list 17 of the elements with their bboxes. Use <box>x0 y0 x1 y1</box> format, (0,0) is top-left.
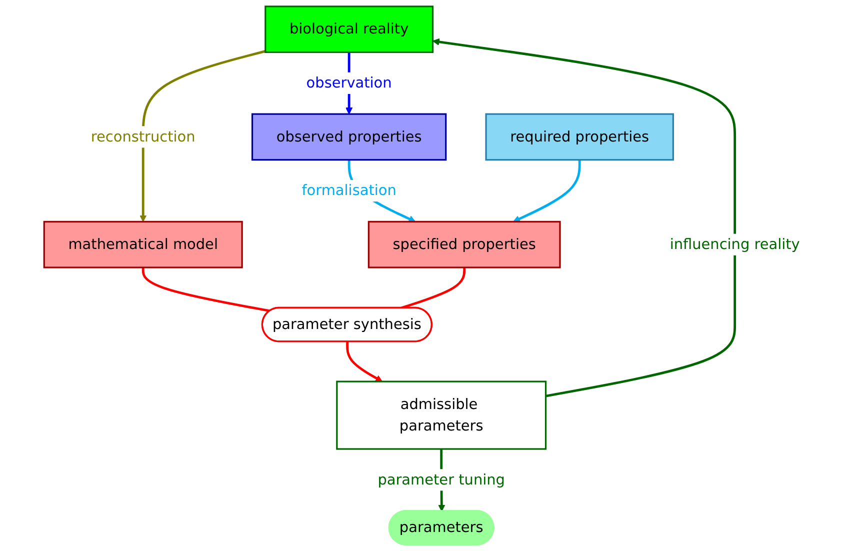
arrow <box>346 342 382 382</box>
node-box: specified properties <box>368 220 561 268</box>
node-box: mathematical model <box>43 220 243 268</box>
arrow <box>432 38 736 398</box>
arrow <box>513 160 581 222</box>
edge-label: influencing reality <box>670 236 800 254</box>
node-box: admissible parameters <box>336 380 547 450</box>
edge-label: parameter tuning <box>378 471 505 488</box>
connector <box>400 267 466 310</box>
node-box: required properties <box>485 113 674 161</box>
edge-label: reconstruction <box>90 128 196 146</box>
edge-label: formalisation <box>302 182 396 200</box>
edge-label: observation <box>306 74 392 92</box>
node-box: observed properties <box>251 113 447 161</box>
node-box: biological reality <box>264 6 434 54</box>
arrow <box>140 50 266 222</box>
connector <box>142 267 270 312</box>
